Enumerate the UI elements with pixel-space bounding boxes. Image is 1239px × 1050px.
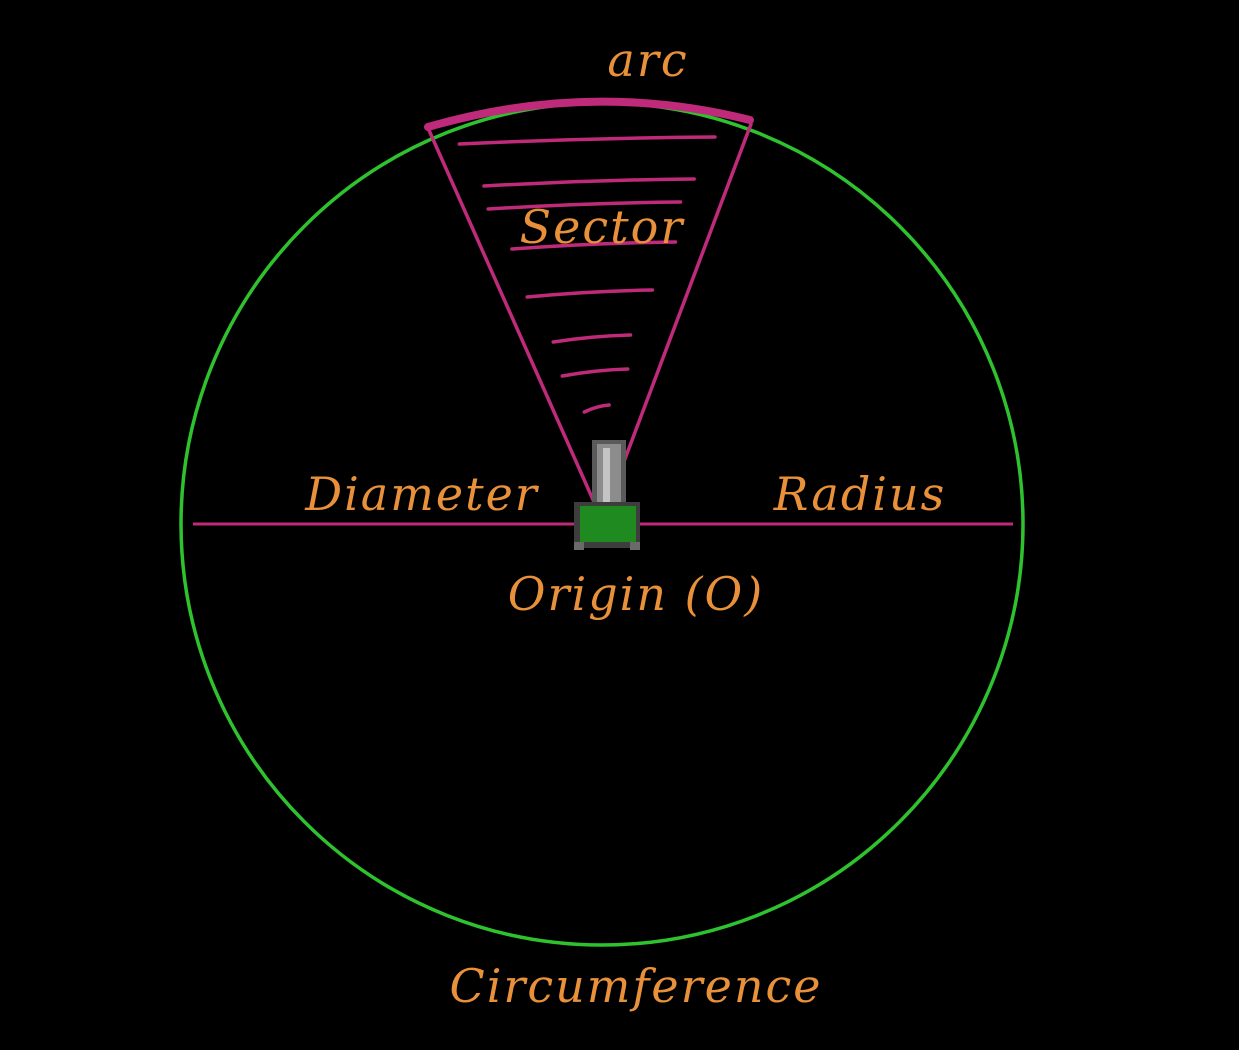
- sector-hatch-line: [457, 135, 717, 146]
- radius-label: Radius: [773, 467, 947, 521]
- sector-right-radius: [600, 122, 753, 522]
- sector-hatch-line: [510, 240, 678, 251]
- sector-hatch-line: [560, 367, 630, 378]
- sector-left-radius: [426, 126, 604, 522]
- circumference-label: Circumference: [450, 959, 823, 1013]
- sector-hatch-line: [525, 288, 655, 299]
- pixel-turret-icon: [574, 440, 640, 550]
- sector-hatch-line: [482, 177, 696, 188]
- origin-label: Origin (O): [508, 567, 764, 621]
- arc-label: arc: [607, 33, 688, 87]
- sector-hatching: [457, 135, 717, 414]
- sector-hatch-line: [582, 403, 611, 414]
- sector-hatch-line: [486, 200, 683, 211]
- diameter-label: Diameter: [304, 467, 540, 521]
- arc-segment: [424, 97, 754, 131]
- sector-hatch-line: [551, 333, 633, 344]
- sector-label: Sector: [520, 200, 686, 254]
